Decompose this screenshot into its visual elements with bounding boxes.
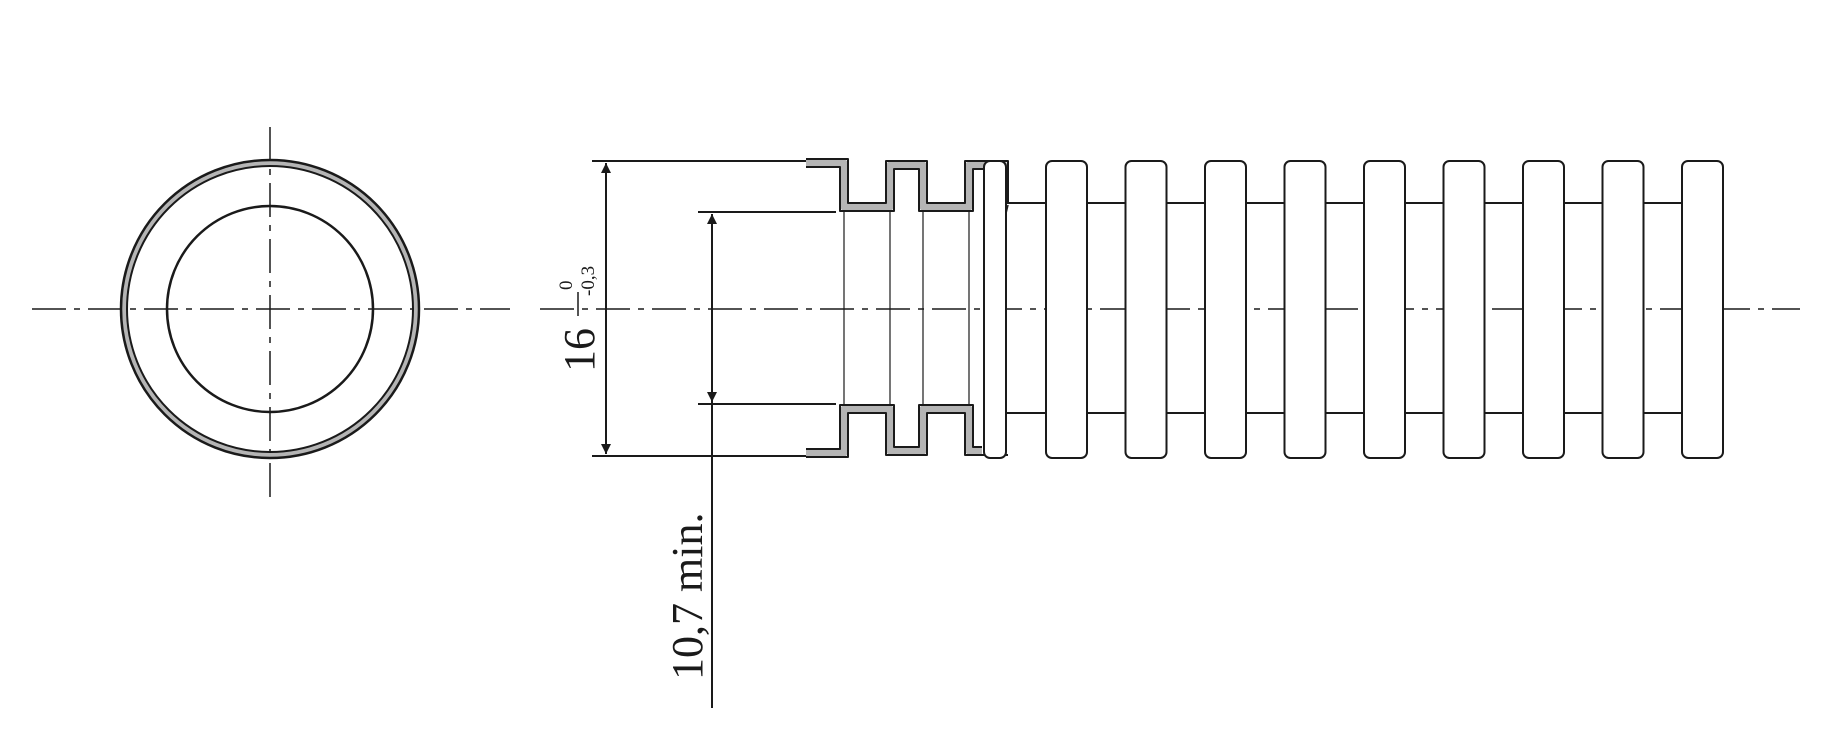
section-wall-bottom xyxy=(806,405,982,457)
section-wall-bottom-inner-edge xyxy=(806,404,982,450)
section-wall-top xyxy=(806,159,1008,211)
pipe-rib xyxy=(983,160,1007,459)
pipe-rib xyxy=(1363,160,1406,459)
cross-section-view xyxy=(32,127,510,500)
inner-bore-circle xyxy=(165,204,375,414)
pipe-rib xyxy=(1124,160,1168,459)
outer-wall-outer-edge xyxy=(119,158,421,460)
pipe-rib xyxy=(1045,160,1088,459)
rib-group xyxy=(983,160,1724,459)
section-wall-bottom-outer-edge xyxy=(806,412,1008,458)
pipe-rib xyxy=(1442,160,1486,459)
pipe-rib xyxy=(1681,160,1724,459)
tolerance-lower: -0,3 xyxy=(578,266,599,296)
root-lines xyxy=(1006,202,1682,414)
inner-diameter-label: 10,7 min. xyxy=(663,513,712,680)
dimension-inner-diameter xyxy=(698,211,836,708)
outer-wall-inner-edge xyxy=(126,165,414,453)
pipe-side-view xyxy=(540,158,1800,459)
pipe-rib xyxy=(1204,160,1247,459)
section-wall-top-outer-edge xyxy=(806,158,1009,204)
section-wall-top-inner-edge xyxy=(806,166,1000,212)
outer-wall-ring xyxy=(121,160,419,458)
tolerance-upper: 0 xyxy=(556,281,577,291)
pipe-rib xyxy=(1283,160,1327,459)
pipe-rib xyxy=(1522,160,1565,459)
outer-diameter-value: 16 xyxy=(555,328,604,372)
pipe-rib xyxy=(1601,160,1645,459)
